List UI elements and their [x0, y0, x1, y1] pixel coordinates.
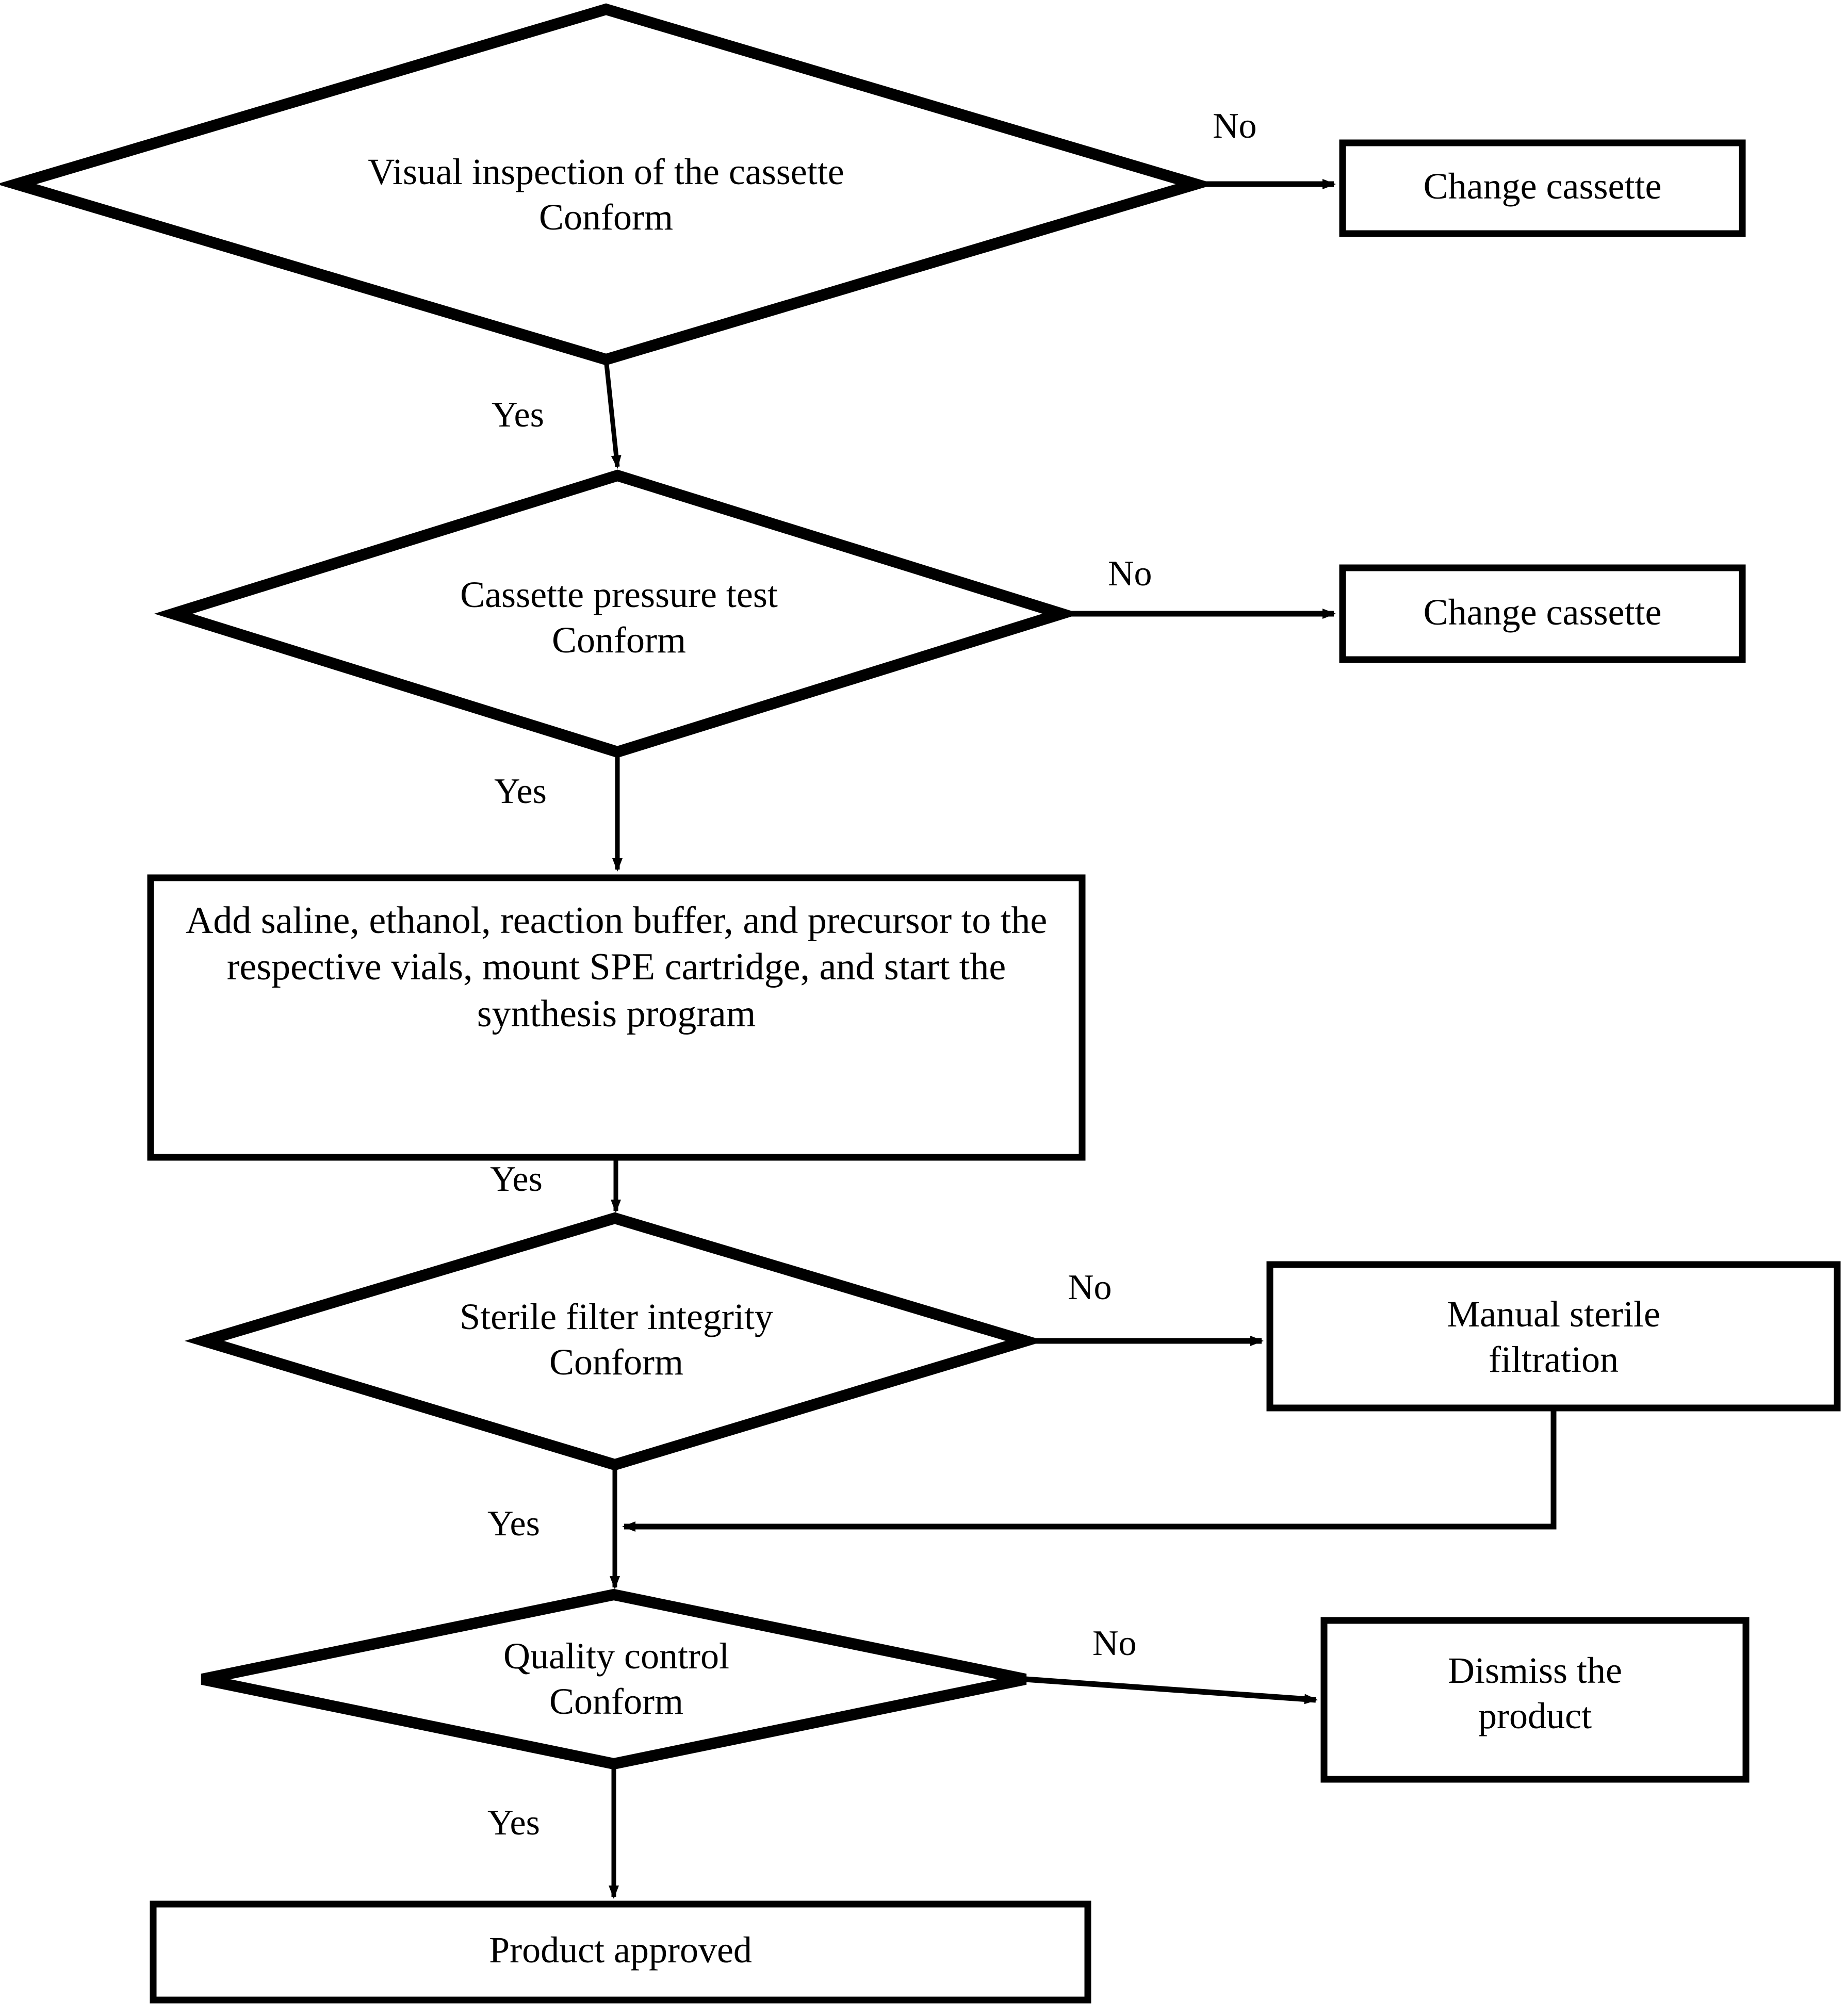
node-sterile-filter-shape[interactable] — [184, 1212, 1045, 1471]
edge-label-pressure-yes: Yes — [494, 772, 547, 811]
edge-visual-yes — [603, 359, 622, 469]
node-add-reagents-shape[interactable] — [147, 874, 1086, 1161]
edge-label-visual-no: No — [1213, 106, 1257, 146]
edge-label-qc-yes: Yes — [487, 1803, 540, 1843]
edge-label-qc-no: No — [1092, 1624, 1137, 1663]
edge-manual-filtration-return — [622, 1408, 1557, 1532]
edge-label-process-yes: Yes — [490, 1159, 543, 1199]
edge-label-visual-yes: Yes — [492, 395, 544, 435]
edge-label-pressure-no: No — [1108, 554, 1152, 594]
edge-label-sterile-no: No — [1068, 1268, 1112, 1307]
node-dismiss-product-shape[interactable] — [1320, 1617, 1750, 1783]
node-quality-control-shape[interactable] — [201, 1588, 1027, 1770]
node-change-cassette-2-shape[interactable] — [1339, 564, 1746, 663]
node-visual-inspection-shape[interactable] — [0, 3, 1216, 366]
node-pressure-test-shape[interactable] — [154, 469, 1081, 758]
edge-label-sterile-yes: Yes — [487, 1504, 540, 1544]
node-product-approved-shape[interactable] — [150, 1900, 1091, 2004]
node-manual-filtration-shape[interactable] — [1266, 1261, 1841, 1412]
node-change-cassette-1-shape[interactable] — [1339, 139, 1746, 237]
edge-qc-no — [1025, 1676, 1318, 1704]
